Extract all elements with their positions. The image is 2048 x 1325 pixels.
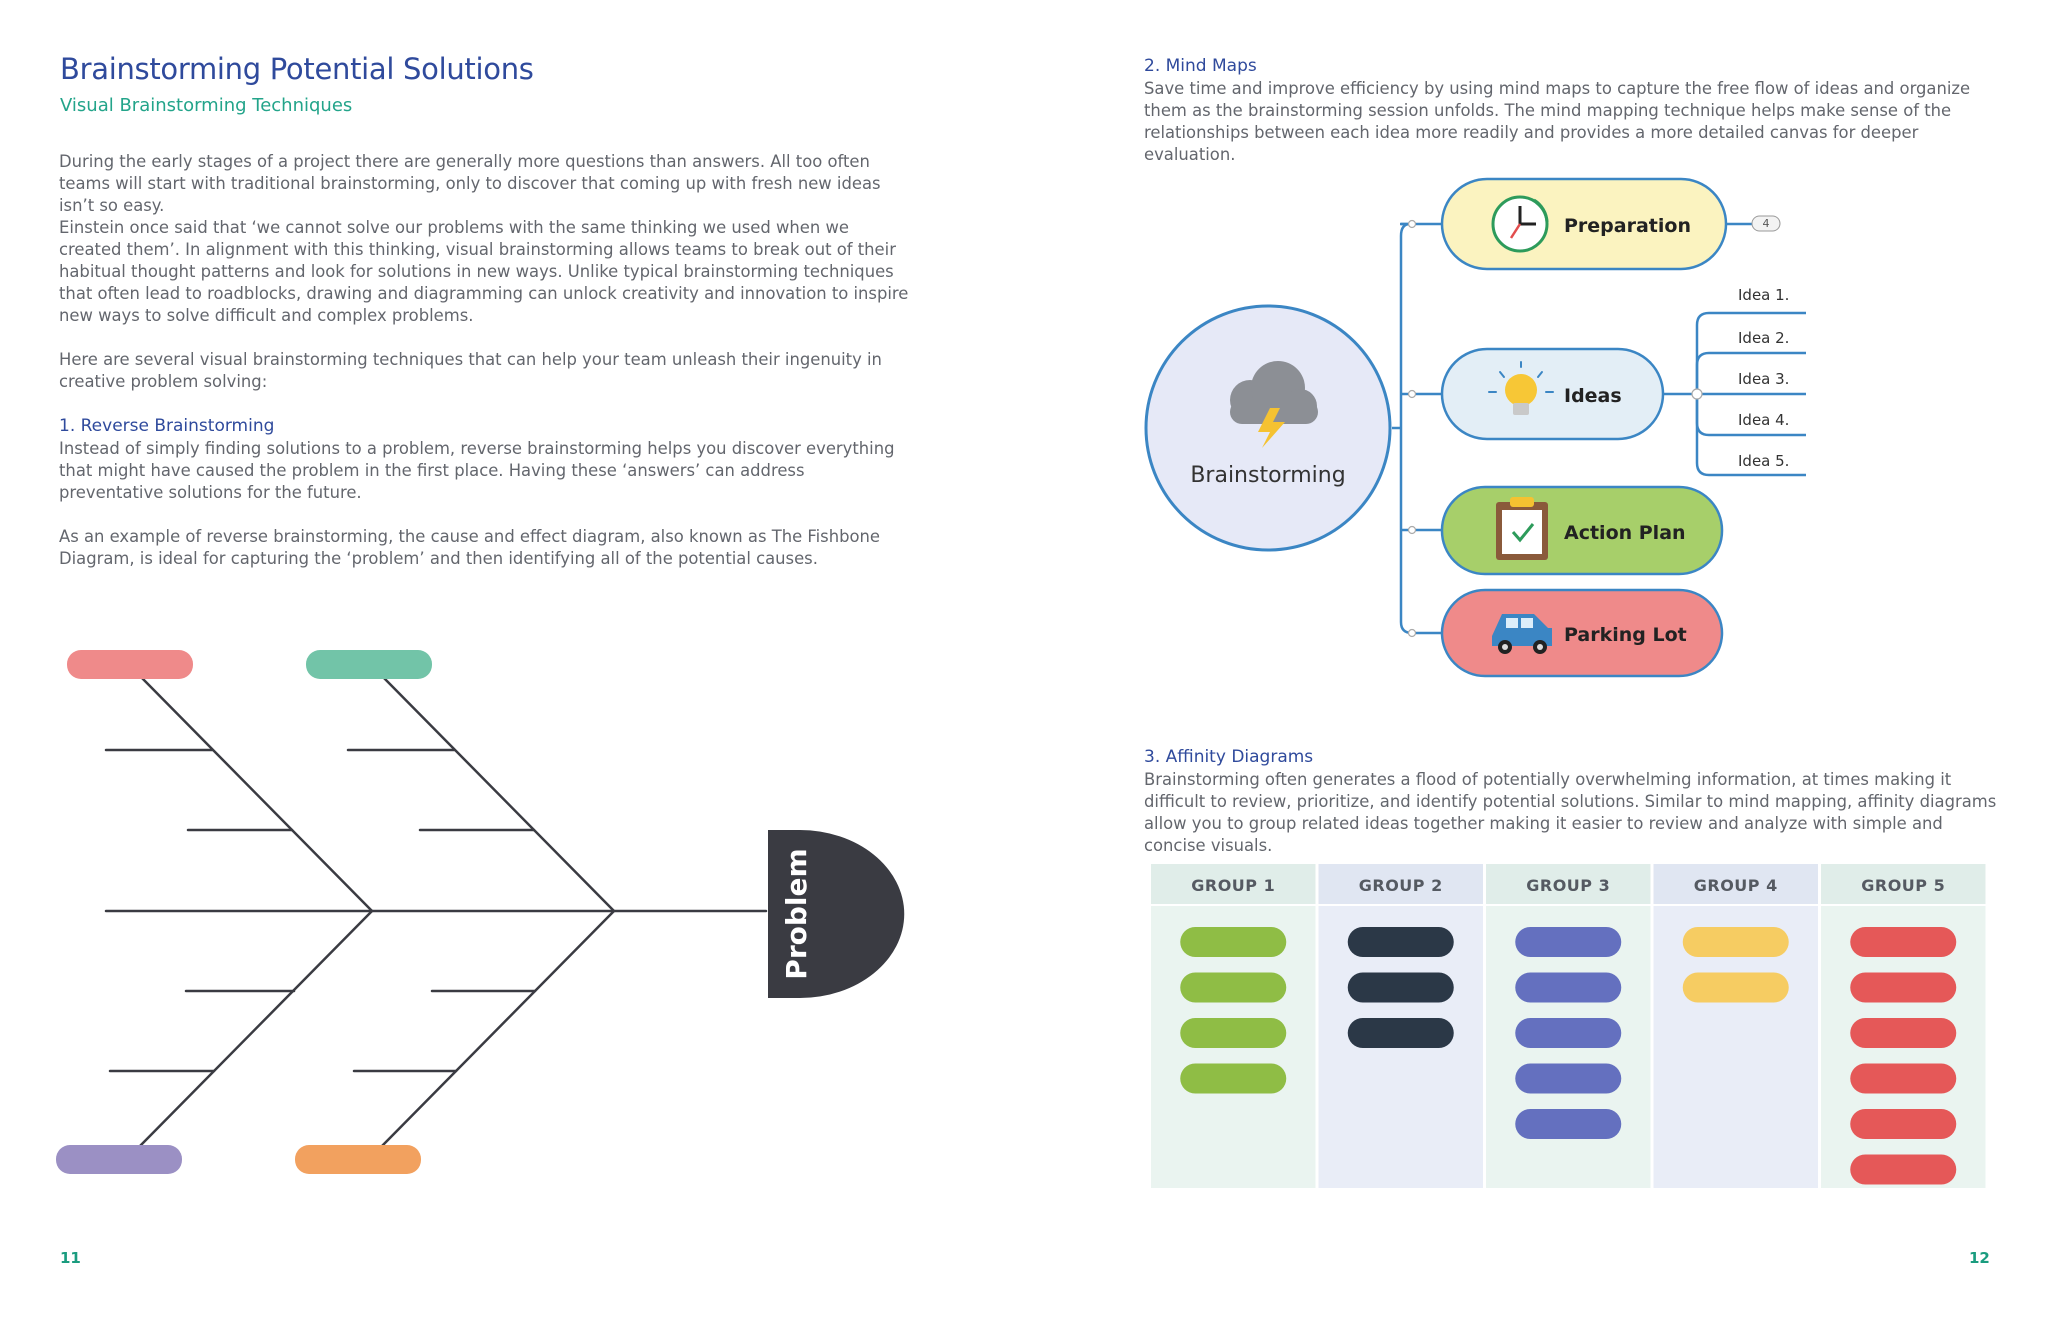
storm-cloud-icon [1230,361,1318,448]
affinity-idea-note [1850,972,1957,1003]
fishbone-diagram: Problem [56,650,905,1174]
node-label-action-plan: Action Plan [1564,522,1686,544]
fishbone-bone-upper-2 [380,674,616,913]
affinity-idea-note [1347,972,1454,1003]
affinity-idea-note [1515,972,1622,1003]
idea-label-2: Idea 2. [1738,329,1789,347]
affinity-group-header [1486,864,1651,904]
idea-label-3: Idea 3. [1738,370,1789,388]
affinity-group-header [1318,864,1483,904]
fishbone-bone-upper-1 [138,674,374,913]
node-label-preparation: Preparation [1564,215,1691,237]
affinity-group-header [1653,864,1818,904]
cause-pill-1 [67,650,193,679]
mind-map-node-ideas [1440,347,1665,441]
fishbone-bone-lower-1 [138,909,374,1148]
mind-map-center-label: Brainstorming [1190,463,1345,488]
affinity-idea-note [1180,1018,1287,1048]
node-label-parking-lot: Parking Lot [1564,624,1687,646]
car-icon [1492,614,1552,654]
affinity-idea-note [1180,927,1287,957]
affinity-idea-note [1347,927,1454,957]
count-badge [1751,215,1781,232]
affinity-group-label: GROUP 3 [1526,876,1610,895]
affinity-group-header [1821,864,1986,904]
node-label-ideas: Ideas [1564,385,1622,407]
techniques-paragraph: Here are several visual brainstorming te… [59,350,882,391]
einstein-paragraph: Einstein once said that ‘we cannot solve… [59,218,909,325]
cause-pill-3 [56,1145,182,1174]
cause-pill-2 [306,650,432,679]
affinity-idea-note [1850,927,1957,957]
intro-paragraph: During the early stages of a project the… [59,152,881,215]
affinity-group-label: GROUP 4 [1694,876,1778,895]
affinity-idea-note [1180,972,1287,1003]
clipboard-check-icon [1496,497,1548,560]
mind-map-node-parking-lot [1440,588,1724,678]
affinity-idea-note [1347,1018,1454,1048]
problem-head [768,830,905,998]
affinity-idea-note [1515,927,1622,957]
affinity-idea-note [1850,1109,1957,1139]
lightbulb-icon [1488,361,1554,415]
section-heading-mind-maps: 2. Mind Maps [1144,56,1257,76]
affinity-idea-note [1682,927,1789,957]
page-title: Brainstorming Potential Solutions [60,52,534,86]
page-number-left: 11 [60,1249,81,1267]
problem-label: Problem [780,848,813,979]
affinity-group-label: GROUP 2 [1359,876,1443,895]
affinity-idea-note [1682,972,1789,1003]
fishbone-bone-lower-2 [380,909,616,1148]
mind-maps-text: Save time and improve efficiency by usin… [1144,79,1971,164]
left-page: Brainstorming Potential Solutions Visual… [56,52,909,1267]
idea-label-4: Idea 4. [1738,411,1789,429]
page-subtitle: Visual Brainstorming Techniques [60,95,353,116]
idea-label-5: Idea 5. [1738,452,1789,470]
affinity-group-label: GROUP 5 [1861,876,1945,895]
affinity-group-label: GROUP 1 [1191,876,1275,895]
affinity-idea-note [1850,1063,1957,1094]
count-badge-label: 4 [1763,217,1770,230]
clock-icon [1491,195,1549,253]
affinity-idea-note [1850,1018,1957,1048]
affinity-diagrams-text: Brainstorming often generates a flood of… [1144,770,1997,855]
idea-label-1: Idea 1. [1738,286,1789,304]
section-heading-affinity-diagrams: 3. Affinity Diagrams [1144,747,1314,767]
affinity-group-header [1151,864,1316,904]
affinity-idea-note [1515,1109,1622,1139]
affinity-idea-note [1180,1063,1287,1094]
affinity-idea-note [1515,1063,1622,1094]
cause-pill-4 [295,1145,421,1174]
reverse-brainstorming-text: Instead of simply finding solutions to a… [59,439,895,502]
affinity-idea-note [1850,1154,1957,1185]
fishbone-intro-text: As an example of reverse brainstorming, … [59,527,881,568]
affinity-idea-note [1515,1018,1622,1048]
section-heading-reverse-brainstorming: 1. Reverse Brainstorming [59,416,275,436]
page-number-right: 12 [1969,1249,1990,1267]
